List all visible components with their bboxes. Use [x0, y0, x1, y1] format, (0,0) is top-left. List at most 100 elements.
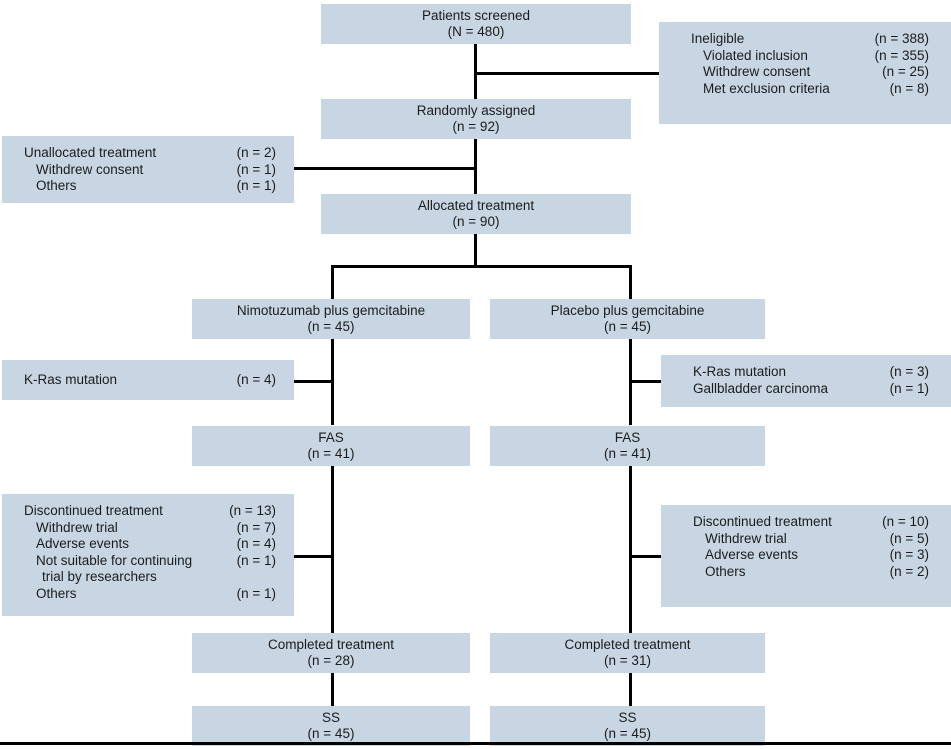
- unallocated-row-value: (n = 2): [236, 145, 276, 160]
- discontinued-left-row: Adverse events (n = 4): [24, 536, 276, 553]
- discontinued-left-row-label: Discontinued treatment: [24, 503, 163, 518]
- ineligible-row-label: Violated inclusion: [703, 47, 808, 63]
- connector-fas-right-to-completed: [629, 465, 632, 633]
- arm-placebo-label: Placebo plus gemcitabine: [550, 302, 705, 318]
- unallocated-row-label: Others: [36, 178, 77, 193]
- unallocated-row-value: (n = 1): [236, 178, 276, 193]
- ss-left-label: SS: [321, 709, 340, 725]
- ineligible-row-value: (n = 8): [889, 80, 929, 96]
- arm-nimotuzumab-label: Nimotuzumab plus gemcitabine: [236, 302, 426, 318]
- discontinued-right-row-value: (n = 3): [889, 547, 929, 562]
- discontinued-right-row: Adverse events (n = 3): [693, 547, 929, 564]
- ineligible-row-value: (n = 25): [882, 64, 929, 79]
- fas-left-count: (n = 41): [307, 446, 355, 461]
- connector-completed-right-to-ss: [629, 673, 632, 706]
- allocated-treatment-count: (n = 90): [452, 214, 500, 229]
- connector-to-disc-left: [294, 555, 334, 558]
- completed-left-label: Completed treatment: [267, 636, 395, 652]
- discontinued-right-row-value: (n = 10): [882, 514, 929, 529]
- discontinued-right-row: Discontinued treatment (n = 10): [693, 514, 929, 531]
- exclusion-right-row-label: Gallbladder carcinoma: [693, 380, 829, 396]
- unallocated-row-value: (n = 1): [236, 161, 276, 177]
- node-fas-right: FAS (n = 41): [490, 426, 765, 466]
- connector-allocated-down: [474, 234, 477, 268]
- randomly-assigned-label: Randomly assigned: [416, 102, 536, 118]
- node-fas-left: FAS (n = 41): [192, 426, 470, 466]
- unallocated-row: Unallocated treatment (n = 2): [24, 145, 276, 162]
- discontinued-left-row: trial by researchers: [24, 569, 276, 586]
- discontinued-left-row: Not suitable for continuing (n = 1): [24, 553, 276, 570]
- discontinued-right-row-label: Discontinued treatment: [693, 514, 832, 529]
- ss-right-count: (n = 45): [604, 726, 651, 741]
- discontinued-left-row-value: (n = 7): [236, 519, 276, 535]
- bottom-divider: [0, 742, 951, 745]
- completed-right-count: (n = 31): [604, 653, 651, 668]
- ineligible-row: Violated inclusion (n = 355): [691, 48, 929, 65]
- discontinued-left-row: Discontinued treatment (n = 13): [24, 503, 276, 520]
- ineligible-row-label: Ineligible: [691, 31, 745, 46]
- discontinued-left-row-label: Withdrew trial: [36, 519, 118, 535]
- discontinued-right-row: Others (n = 2): [693, 564, 929, 581]
- connector-allocation-split: [331, 265, 632, 268]
- patients-screened-label: Patients screened: [421, 7, 531, 23]
- unallocated-row: Others (n = 1): [24, 178, 276, 195]
- ss-right-label: SS: [618, 709, 637, 725]
- discontinued-left-row-label: Not suitable for continuing: [36, 552, 193, 568]
- node-allocated-treatment: Allocated treatment (n = 90): [321, 194, 631, 234]
- discontinued-left-row: Others (n = 1): [24, 586, 276, 603]
- arm-placebo-count: (n = 45): [604, 319, 651, 334]
- ineligible-row-value: (n = 388): [874, 31, 929, 46]
- node-completed-left: Completed treatment (n = 28): [192, 633, 470, 673]
- patients-screened-count: (N = 480): [447, 24, 505, 39]
- node-ineligible: Ineligible (n = 388) Violated inclusion …: [659, 22, 951, 124]
- fas-right-label: FAS: [614, 429, 641, 445]
- discontinued-left-row-value: (n = 13): [229, 503, 276, 518]
- node-discontinued-right: Discontinued treatment (n = 10) Withdrew…: [661, 505, 951, 607]
- connector-split-right-drop: [629, 265, 632, 299]
- ineligible-row-label: Withdrew consent: [703, 64, 811, 79]
- fas-right-count: (n = 41): [604, 446, 651, 461]
- ineligible-row: Withdrew consent (n = 25): [691, 64, 929, 81]
- discontinued-right-row-label: Others: [705, 563, 746, 579]
- discontinued-left-row-label: trial by researchers: [42, 569, 157, 584]
- node-exclusion-right: K-Ras mutation (n = 3) Gallbladder carci…: [661, 355, 951, 407]
- discontinued-right-row-value: (n = 5): [889, 530, 929, 546]
- completed-right-label: Completed treatment: [564, 636, 691, 652]
- node-randomly-assigned: Randomly assigned (n = 92): [321, 99, 631, 139]
- exclusion-right-row-label: K-Ras mutation: [693, 364, 787, 379]
- unallocated-row-label: Withdrew consent: [36, 161, 144, 177]
- node-arm-placebo: Placebo plus gemcitabine (n = 45): [490, 299, 765, 339]
- exclusion-left-row-label: K-Ras mutation: [24, 371, 118, 387]
- exclusion-right-row-value: (n = 1): [889, 380, 929, 396]
- ineligible-row-label: Met exclusion criteria: [703, 80, 830, 96]
- node-ss-left: SS (n = 45): [192, 706, 470, 746]
- randomly-assigned-count: (n = 92): [452, 119, 500, 134]
- ineligible-row: Met exclusion criteria (n = 8): [691, 81, 929, 98]
- connector-to-excl-right: [629, 380, 661, 383]
- discontinued-right-row: Withdrew trial (n = 5): [693, 531, 929, 548]
- node-discontinued-left: Discontinued treatment (n = 13) Withdrew…: [2, 494, 294, 616]
- arm-nimotuzumab-count: (n = 45): [307, 319, 355, 334]
- discontinued-right-row-label: Withdrew trial: [705, 530, 787, 546]
- discontinued-left-row-value: (n = 1): [236, 585, 276, 601]
- exclusion-left-row-value: (n = 4): [236, 371, 276, 387]
- connector-fas-left-to-completed: [331, 465, 334, 633]
- node-completed-right: Completed treatment (n = 31): [490, 633, 765, 673]
- exclusion-right-row: Gallbladder carcinoma (n = 1): [693, 381, 929, 398]
- node-ss-right: SS (n = 45): [490, 706, 765, 746]
- connector-to-excl-left: [294, 380, 334, 383]
- exclusion-right-row: K-Ras mutation (n = 3): [693, 364, 929, 381]
- discontinued-left-row-value: (n = 1): [236, 552, 276, 568]
- discontinued-left-row-value: (n = 4): [236, 536, 276, 551]
- discontinued-right-row-value: (n = 2): [889, 563, 929, 579]
- discontinued-left-row-label: Others: [36, 585, 77, 601]
- discontinued-left-row-label: Adverse events: [36, 536, 130, 551]
- ss-left-count: (n = 45): [307, 726, 355, 741]
- exclusion-left-row: K-Ras mutation (n = 4): [24, 372, 276, 389]
- allocated-treatment-label: Allocated treatment: [417, 197, 535, 213]
- fas-left-label: FAS: [318, 429, 344, 445]
- node-arm-nimotuzumab: Nimotuzumab plus gemcitabine (n = 45): [192, 299, 470, 339]
- exclusion-right-row-value: (n = 3): [889, 364, 929, 379]
- ineligible-row: Ineligible (n = 388): [691, 31, 929, 48]
